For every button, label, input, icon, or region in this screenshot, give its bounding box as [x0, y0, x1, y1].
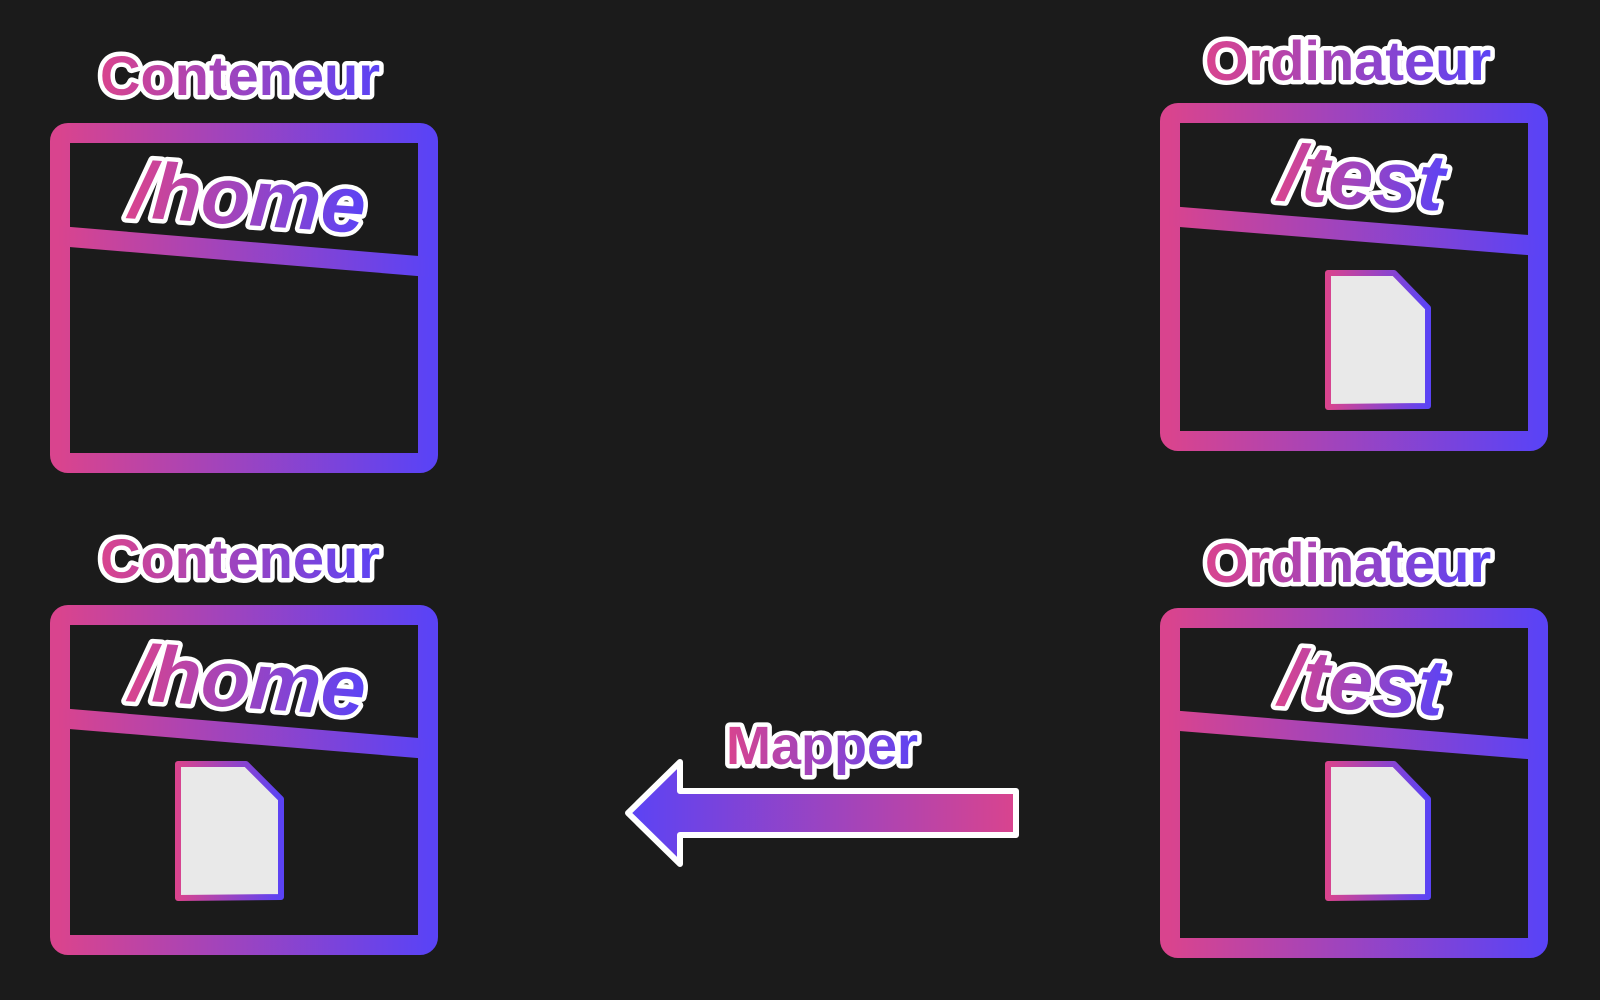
container-title: Conteneur [100, 527, 380, 590]
container-panel-bottom: Conteneur /home [50, 523, 438, 955]
arrow-left-icon [625, 759, 1019, 867]
folder-divider [1167, 206, 1541, 256]
container-title: Conteneur [100, 44, 380, 107]
folder-divider [1167, 710, 1541, 760]
computer-panel-top: Ordinateur /test [1160, 25, 1548, 451]
computer-title: Ordinateur [1205, 29, 1491, 92]
container-frame [50, 605, 438, 955]
computer-frame [1160, 103, 1548, 451]
folder-path-label: /home [125, 145, 369, 250]
folder-path-label: /test [1274, 632, 1451, 733]
folder-path-label: /home [125, 628, 369, 733]
mapping-label: Mapper [726, 716, 918, 776]
file-icon [175, 761, 284, 901]
computer-title: Ordinateur [1205, 531, 1491, 594]
folder-divider [57, 708, 431, 759]
computer-panel-bottom: Ordinateur /test [1160, 527, 1548, 958]
container-panel-top: Conteneur /home [50, 40, 438, 473]
computer-frame [1160, 608, 1548, 958]
folder-path-label: /test [1274, 127, 1451, 228]
file-icon [1325, 270, 1431, 410]
container-frame [50, 123, 438, 473]
folder-divider [57, 226, 431, 277]
mapping-arrow: Mapper [625, 712, 1019, 867]
file-icon [1325, 761, 1431, 901]
